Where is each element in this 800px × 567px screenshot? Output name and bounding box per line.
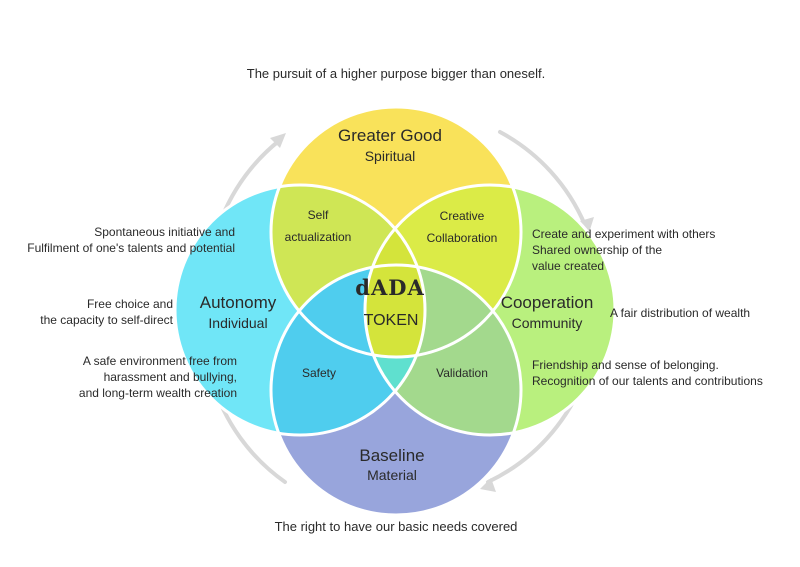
- circle-left-subtitle: Individual: [208, 315, 268, 331]
- circle-top-title: Greater Good: [338, 126, 442, 145]
- circle-bottom-subtitle: Material: [367, 467, 417, 483]
- overlap-bottom-left-label: Safety: [301, 366, 337, 380]
- right-note-top-1: Create and experiment with others: [532, 227, 716, 241]
- arrowhead-bottom-right: [480, 478, 496, 492]
- left-note-top-2: Fulfilment of one's talents and potentia…: [27, 241, 235, 255]
- arrowhead-top-right: [580, 217, 594, 233]
- circle-right-subtitle: Community: [511, 315, 583, 331]
- token-label: TOKEN: [363, 312, 419, 329]
- overlap-top-left-line-1: Self: [307, 208, 329, 222]
- overlap-bottom-right-label: Validation: [436, 366, 488, 380]
- arrowhead-top-left: [270, 133, 286, 148]
- overlap-top-left-line-2: actualization: [284, 230, 352, 244]
- circle-outlines: [173, 105, 617, 517]
- dada-logo: dADA: [355, 275, 425, 300]
- left-note-bottom-2: harassment and bullying,: [103, 370, 237, 384]
- circle-left-title: Autonomy: [199, 293, 277, 312]
- right-note-top-2: Shared ownership of the: [532, 243, 663, 257]
- right-note-top-3: value created: [532, 259, 605, 273]
- arrow-top-right: [498, 130, 587, 227]
- right-note-bottom-1: Friendship and sense of belonging.: [532, 358, 719, 372]
- bottom-caption: The right to have our basic needs covere…: [274, 519, 518, 534]
- overlap-center: [365, 185, 425, 357]
- overlap-top-right-line-1: Creative: [439, 209, 485, 223]
- circle-bottom-title: Baseline: [359, 446, 425, 465]
- right-note-middle: A fair distribution of wealth: [610, 306, 751, 320]
- overlap-top-right-line-2: Collaboration: [426, 231, 498, 245]
- circle-top-subtitle: Spiritual: [364, 148, 416, 164]
- circle-right-title: Cooperation: [500, 293, 594, 312]
- right-note-bottom-2: Recognition of our talents and contribut…: [532, 374, 763, 388]
- left-note-bottom-1: A safe environment free from: [82, 354, 237, 368]
- left-note-top-1: Spontaneous initiative and: [94, 225, 235, 239]
- left-note-middle-2: the capacity to self-direct: [40, 313, 173, 327]
- left-note-bottom-3: and long-term wealth creation: [78, 386, 237, 400]
- overlap-bottom-right: [365, 265, 521, 435]
- left-note-middle-1: Free choice and: [86, 297, 173, 311]
- top-caption: The pursuit of a higher purpose bigger t…: [246, 66, 546, 81]
